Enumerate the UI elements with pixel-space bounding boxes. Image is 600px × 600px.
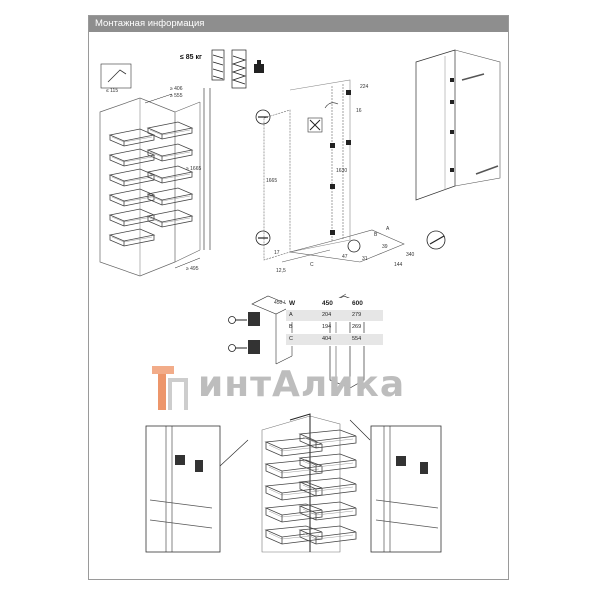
dim-1630-label: 1630	[336, 168, 348, 174]
dim-corner-label: ≤ 115	[106, 88, 119, 94]
section-header: Монтажная информация	[89, 16, 508, 32]
dim-b-label: B	[374, 232, 378, 238]
table-header-row: W 450 600	[286, 298, 383, 310]
hinge-size-label: 450 / 600	[274, 300, 295, 306]
weight-capacity-icon	[211, 49, 264, 89]
table-row: C 404 554	[286, 334, 383, 346]
table-header-cell: 600	[352, 300, 363, 307]
bottom-assembly-figure	[145, 413, 442, 553]
weight-capacity-label: ≤ 85 кг	[180, 54, 202, 61]
instruction-sheet: Монтажная информация	[88, 15, 509, 580]
table-cell: 204	[322, 312, 332, 318]
table-cell: 269	[352, 324, 362, 330]
table-cell: A	[289, 312, 293, 318]
table-cell: 279	[352, 312, 362, 318]
dim-a-label: A	[386, 226, 390, 232]
dim-31-label: 31	[362, 256, 368, 262]
dim-width2-label: ≥ 555	[170, 93, 183, 99]
dim-12-5-label: 12,5	[276, 268, 286, 274]
table-cell: 554	[352, 336, 362, 342]
hinge-detail-figure	[228, 295, 293, 365]
dimension-table: W 450 600 A 204 279 B 194 269 C 404 554	[286, 298, 383, 346]
dim-16-label: 16	[356, 108, 362, 114]
frame-mounting-figure	[255, 79, 446, 263]
dim-c-label: C	[310, 262, 314, 268]
table-row: A 204 279	[286, 310, 383, 322]
dim-224-label: 224	[360, 84, 369, 90]
table-header-cell: 450	[322, 300, 333, 307]
door-figure	[415, 49, 501, 201]
dim-depth-label: ≥ 495	[186, 266, 199, 272]
dim-39-label: 39	[382, 244, 388, 250]
table-cell: 404	[322, 336, 332, 342]
dim-17-label: 17	[274, 250, 280, 256]
cabinet-with-baskets-figure	[99, 63, 211, 277]
table-header-cell: W	[289, 300, 296, 307]
table-cell: C	[289, 336, 293, 342]
table-cell: 194	[322, 324, 332, 330]
table-cell: B	[289, 324, 293, 330]
watermark-text: интАлика	[198, 364, 406, 405]
dim-144-label: 144	[394, 262, 403, 268]
dim-340-label: 340	[406, 252, 415, 258]
dim-47-label: 47	[342, 254, 348, 260]
dim-height-label: ≥ 1665	[186, 166, 202, 172]
dim-1665-label: 1665	[266, 178, 278, 184]
table-row: B 194 269	[286, 322, 383, 334]
dim-width-label: ≥ 406	[170, 86, 183, 92]
